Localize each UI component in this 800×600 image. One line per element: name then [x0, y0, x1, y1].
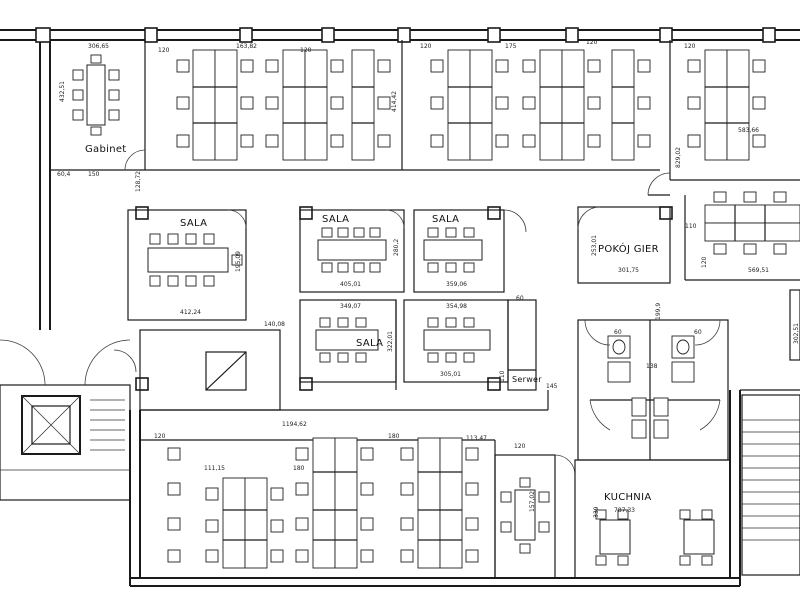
room-label-gabinet: Gabinet [85, 144, 127, 155]
outer-walls [0, 29, 800, 587]
dim-322-01: 322,01 [387, 331, 394, 352]
room-label-kuchnia: KUCHNIA [604, 492, 651, 503]
room-serwer: Serwer [507, 299, 542, 391]
dim-120-c: 120 [420, 43, 432, 50]
room-sala-center-1: SALA [299, 209, 405, 293]
dim-157-02: 157,02 [529, 491, 536, 512]
room-sala-center-2: SALA [413, 209, 527, 293]
dim-128-72: 128,72 [135, 171, 142, 192]
dim-432-51: 432,51 [59, 81, 66, 102]
room-gabinet: Gabinet [72, 54, 146, 171]
dim-60-4: 60,4 [57, 171, 71, 178]
left-stair-core [0, 339, 131, 501]
right-stair-core [741, 289, 800, 576]
dim-145: 145 [546, 383, 558, 390]
dim-113-47: 113,47 [466, 435, 487, 442]
room-label-pokoj-gier: POKÓJ GIER [598, 242, 659, 255]
dim-359-06: 359,06 [446, 281, 467, 288]
dim-829-02: 829,02 [675, 147, 682, 168]
dim-150: 150 [88, 171, 100, 178]
dim-111-15: 111,15 [204, 465, 225, 472]
room-label-serwer: Serwer [512, 375, 542, 384]
dim-110-b: 110 [499, 370, 506, 382]
dim-787-33: 787,33 [614, 507, 635, 514]
structural-pillars [35, 27, 776, 391]
dim-120-b: 120 [300, 47, 312, 54]
desk-cluster-top-right [430, 49, 651, 161]
room-label-sala-left: SALA [180, 218, 207, 229]
room-pokoj-gier: POKÓJ GIER [577, 206, 671, 284]
dim-60: 60 [516, 295, 524, 302]
dim-175: 175 [505, 43, 517, 50]
dim-339: 339 [593, 506, 600, 518]
dim-180-b: 180 [293, 465, 305, 472]
dim-569-51: 569,51 [748, 267, 769, 274]
dim-140-08: 140,08 [264, 321, 285, 328]
room-small-meeting [494, 454, 576, 579]
room-sala-lower: SALA [299, 299, 397, 383]
dim-120-g: 120 [154, 433, 166, 440]
room-label-sala-center-1: SALA [322, 214, 349, 225]
room-label-sala-center-2: SALA [432, 214, 459, 225]
dim-412-24: 412,24 [180, 309, 201, 316]
dim-120-d: 120 [586, 39, 598, 46]
dim-60-c: 60 [694, 329, 702, 336]
wc-block [577, 319, 729, 461]
dimension-labels: 306,65 120 163,82 120 120 175 120 120 43… [57, 39, 800, 518]
dim-110: 110 [685, 223, 697, 230]
dim-414-42: 414,42 [391, 91, 398, 112]
dim-138: 138 [646, 363, 658, 370]
desk-cluster-top-left [176, 49, 391, 161]
dim-354-98: 354,98 [446, 303, 467, 310]
room-meeting-lower-right [403, 299, 509, 383]
dim-405-01: 405,01 [340, 281, 361, 288]
central-core [113, 300, 549, 411]
dim-195-09: 195,09 [235, 251, 242, 272]
desk-cluster-far-right [684, 49, 800, 281]
dim-163-82: 163,82 [236, 43, 257, 50]
dim-305-01: 305,01 [440, 371, 461, 378]
dim-253-01: 253,01 [591, 235, 598, 256]
room-label-sala-lower: SALA [356, 338, 383, 349]
dim-280-2: 280,2 [393, 239, 400, 256]
dim-301-75: 301,75 [618, 267, 639, 274]
dim-120-e: 120 [684, 43, 696, 50]
room-kuchnia: KUCHNIA [574, 459, 731, 579]
dim-120-a: 120 [158, 47, 170, 54]
dim-120-h: 120 [514, 443, 526, 450]
dim-60-b: 60 [614, 329, 622, 336]
dim-302-51: 302,51 [793, 323, 800, 344]
top-office-walls [50, 40, 800, 196]
dim-120-f: 120 [701, 256, 708, 268]
dim-1194-62: 1194,62 [282, 421, 307, 428]
dim-306-65: 306,65 [88, 43, 109, 50]
dim-199-9: 199,9 [655, 303, 662, 320]
dim-583-66: 583,66 [738, 127, 759, 134]
dim-349-07: 349,07 [340, 303, 361, 310]
desk-cluster-bottom [140, 437, 496, 578]
room-sala-left: SALA [127, 209, 247, 321]
dim-180-a: 180 [388, 433, 400, 440]
